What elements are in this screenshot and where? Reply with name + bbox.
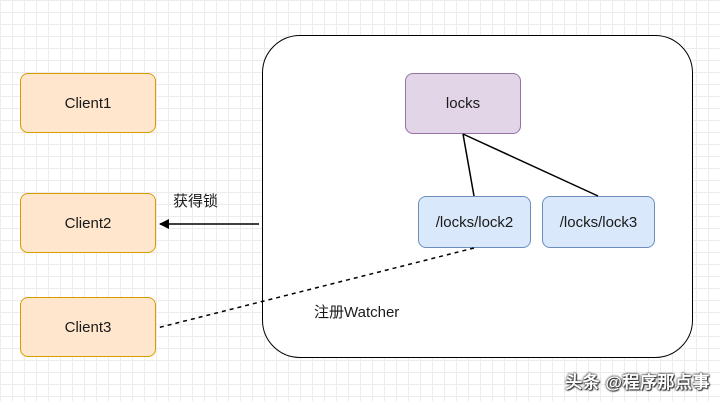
watermark: 头条 @程序那点事 [565, 373, 710, 392]
lock3-node: /locks/lock3 [542, 196, 655, 248]
watcher-dashed-line [156, 247, 475, 329]
edge-locks-to-lock2 [462, 133, 475, 197]
client3-box: Client3 [20, 297, 156, 357]
lock2-node: /locks/lock2 [418, 196, 531, 248]
client2-box: Client2 [20, 193, 156, 253]
edge-locks-to-lock3 [462, 133, 599, 197]
client1-box: Client1 [20, 73, 156, 133]
acquire-lock-label: 获得锁 [173, 193, 219, 210]
locks-root-node: locks [405, 73, 521, 134]
register-watcher-label: 注册Watcher [314, 304, 400, 321]
